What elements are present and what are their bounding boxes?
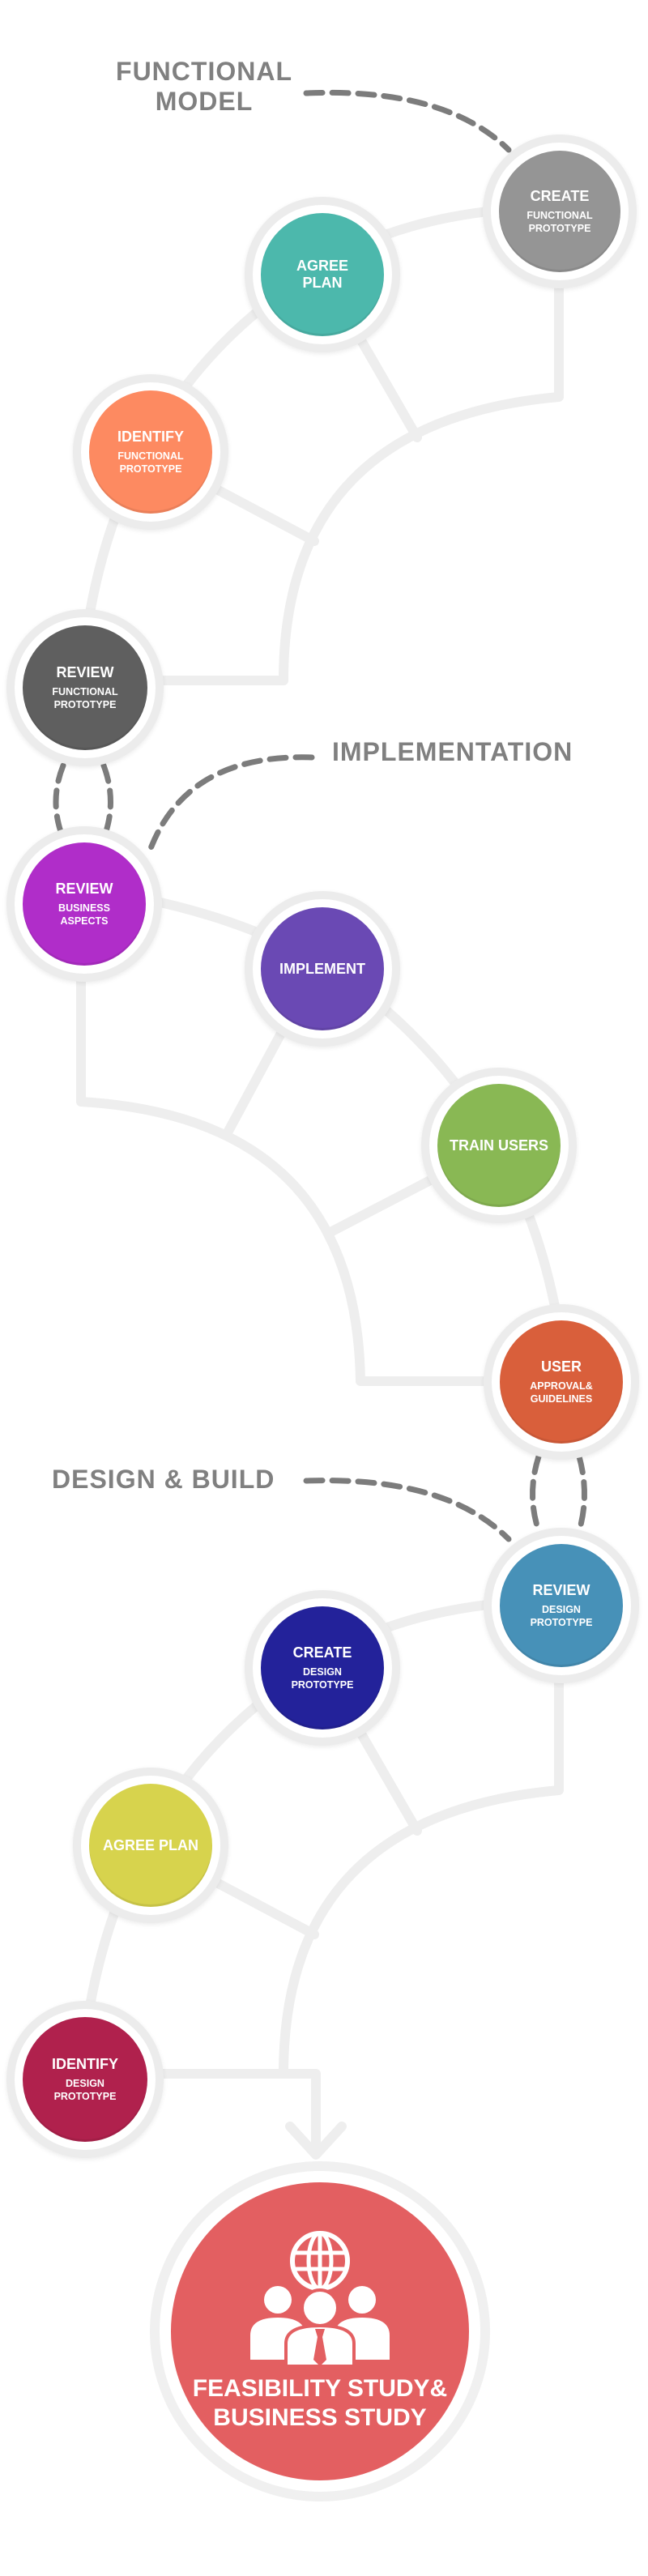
fm-spoke-2	[206, 481, 319, 546]
im-spoke-1	[222, 1024, 288, 1139]
final-title: FEASIBILITY STUDY& BUSINESS STUDY	[192, 2375, 448, 2431]
section-title-functional-model: FUNCTIONAL MODEL	[116, 57, 292, 116]
node-agree-plan-functional[interactable]: AGREE PLAN	[245, 197, 400, 352]
fm-inner-arc	[279, 254, 564, 685]
node-review-business-aspects[interactable]: REVIEW BUSINESS ASPECTS	[6, 826, 162, 982]
node-review-functional-prototype[interactable]: REVIEW FUNCTIONAL PROTOTYPE	[6, 609, 164, 766]
node-title: CREATE	[292, 1644, 352, 1661]
dash-design-title	[303, 1478, 512, 1542]
node-implement[interactable]: IMPLEMENT	[245, 891, 400, 1047]
node-subtitle: FUNCTIONAL PROTOTYPE	[526, 210, 593, 234]
node-identify-design-prototype[interactable]: IDENTIFY DESIGN PROTOTYPE	[6, 2001, 164, 2158]
section-title-implementation: IMPLEMENTATION	[332, 737, 573, 766]
node-subtitle: APPROVAL& GUIDELINES	[530, 1380, 593, 1405]
im-spoke-2	[327, 1174, 438, 1236]
fm-spoke-1	[352, 327, 422, 442]
dash-implementation-title	[147, 754, 315, 854]
node-feasibility-business-study[interactable]: FEASIBILITY STUDY& BUSINESS STUDY	[150, 2161, 490, 2501]
node-title: IDENTIFY	[117, 428, 184, 445]
node-create-design-prototype[interactable]: CREATE DESIGN PROTOTYPE	[245, 1590, 400, 1746]
team-globe-icon	[250, 2231, 390, 2368]
final-arrowhead	[285, 2122, 347, 2160]
dash-loop-right	[100, 762, 113, 842]
section-title-design-build: DESIGN & BUILD	[52, 1465, 275, 1494]
node-subtitle: DESIGN PROTOTYPE	[530, 1604, 593, 1628]
node-subtitle: DESIGN PROTOTYPE	[53, 2078, 117, 2102]
db-spoke-1	[352, 1721, 422, 1836]
node-user-approval-guidelines[interactable]: USER APPROVAL& GUIDELINES	[484, 1304, 639, 1460]
node-title: IMPLEMENT	[279, 960, 365, 977]
node-create-functional-prototype[interactable]: CREATE FUNCTIONAL PROTOTYPE	[483, 134, 637, 288]
dash-loop2-right	[576, 1453, 587, 1534]
dash-loop-left	[53, 762, 66, 842]
dash-loop2-left	[530, 1453, 542, 1534]
node-title: TRAIN USERS	[449, 1137, 548, 1154]
dash-functional-title	[303, 89, 512, 153]
im-inner-arc	[76, 951, 507, 1386]
node-title: AGREE PLAN	[102, 1836, 198, 1853]
node-agree-plan-design[interactable]: AGREE PLAN	[73, 1768, 228, 1923]
node-identify-functional-prototype[interactable]: IDENTIFY FUNCTIONAL PROTOTYPE	[73, 374, 228, 530]
node-title: REVIEW	[55, 880, 113, 897]
node-train-users[interactable]: TRAIN USERS	[421, 1068, 577, 1223]
node-subtitle: BUSINESS ASPECTS	[58, 902, 110, 927]
node-title: USER	[540, 1358, 582, 1375]
db-inner-arc	[279, 1648, 564, 2079]
node-title: AGREE PLAN	[296, 258, 348, 291]
node-subtitle: FUNCTIONAL PROTOTYPE	[52, 686, 118, 710]
db-to-final	[153, 2069, 321, 2156]
node-title: CREATE	[530, 187, 590, 204]
node-title: REVIEW	[56, 663, 114, 680]
node-title: REVIEW	[532, 1581, 590, 1598]
node-subtitle: FUNCTIONAL PROTOTYPE	[117, 450, 184, 475]
db-spoke-2	[206, 1874, 319, 1939]
node-title: IDENTIFY	[51, 2055, 118, 2072]
im-outer-arc	[141, 894, 564, 1333]
node-review-design-prototype[interactable]: REVIEW DESIGN PROTOTYPE	[484, 1528, 639, 1683]
node-subtitle: DESIGN PROTOTYPE	[291, 1666, 354, 1691]
